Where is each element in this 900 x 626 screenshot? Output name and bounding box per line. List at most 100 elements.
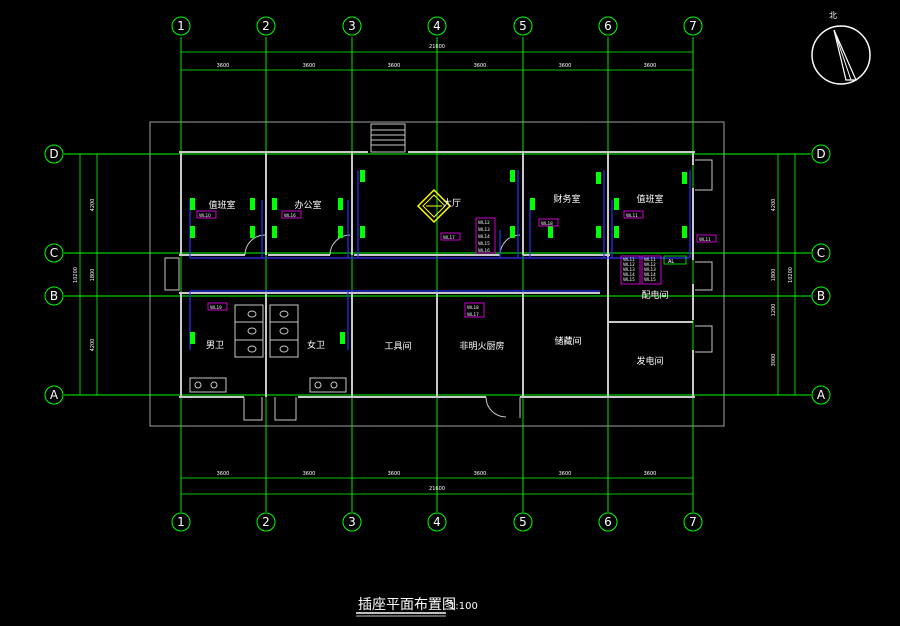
tag-kitchen-1: WL18 (467, 305, 479, 310)
dim-right-1: 4200 (771, 199, 777, 212)
dim-bottom-2: 3600 (303, 471, 316, 477)
room-duty-left: 值班室 (208, 199, 235, 211)
room-finance: 财务室 (553, 193, 580, 205)
axis-col-7-bottom: 7 (689, 515, 697, 529)
axis-labels: 1 2 3 4 5 6 7 1 2 3 4 5 6 7 D C B A D C … (49, 19, 826, 529)
axis-col-3-top: 3 (348, 19, 356, 33)
drawing-title-block: 插座平面布置图 1:100 (356, 597, 478, 617)
dim-right-4: 3000 (771, 354, 777, 367)
axis-col-1-bottom: 1 (177, 515, 185, 529)
dim-top-1: 3600 (217, 63, 230, 69)
dim-bottom-6: 3600 (644, 471, 657, 477)
axis-row-d-left: D (49, 147, 58, 161)
north-label: 北 (829, 11, 837, 20)
axis-col-7-top: 7 (689, 19, 697, 33)
axis-col-5-bottom: 5 (519, 515, 527, 529)
tag-kitchen-2: WL17 (467, 312, 479, 317)
tag-hall-stack-4: WL15 (478, 241, 490, 246)
tag-dist-4: WL14 (623, 272, 635, 277)
tag-office: WL16 (284, 213, 296, 218)
axis-row-c-left: C (50, 246, 58, 260)
tag-hall-stack-5: WL16 (478, 248, 490, 253)
tag-dist-b-5: WL15 (644, 277, 656, 282)
walls (179, 151, 695, 398)
tag-dist-3: WL13 (623, 267, 635, 272)
room-kitchen: 非明火厨房 (459, 340, 504, 352)
axis-col-1-top: 1 (177, 19, 185, 33)
room-duty-right: 值班室 (636, 193, 663, 205)
dim-bottom-1: 3600 (217, 471, 230, 477)
circuit-tag-labels: WL10 WL16 WL17 WL12 WL13 WL14 WL15 WL16 … (199, 213, 711, 317)
axis-col-4-top: 4 (433, 19, 441, 33)
axis-row-a-right: A (817, 388, 826, 402)
axis-col-2-bottom: 2 (262, 515, 270, 529)
drawing-title: 插座平面布置图 (358, 597, 456, 613)
axis-row-b-right: B (817, 289, 825, 303)
tag-dist-b-1: WL11 (644, 257, 656, 262)
grid-lines (64, 37, 811, 512)
axis-row-d-right: D (816, 147, 825, 161)
dim-left-2: 1800 (90, 269, 96, 282)
axis-col-3-bottom: 3 (348, 515, 356, 529)
tag-dist-2: WL12 (623, 262, 635, 267)
tag-duty-right: WL11 (626, 213, 638, 218)
dim-top-6: 3600 (644, 63, 657, 69)
dimension-lines (79, 51, 796, 495)
axis-col-4-bottom: 4 (433, 515, 441, 529)
axis-col-6-bottom: 6 (604, 515, 612, 529)
room-women-wc: 女卫 (307, 339, 325, 351)
dim-top-3: 3600 (388, 63, 401, 69)
dim-left-total: 10200 (73, 267, 79, 283)
axis-bubbles (44, 16, 831, 532)
dim-top-5: 3600 (559, 63, 572, 69)
panel-label: AL (668, 259, 674, 265)
room-hall: 大厅 (443, 197, 461, 209)
tag-finance: WL18 (541, 221, 553, 226)
room-distribution: 配电间 (641, 289, 668, 301)
dim-bottom-4: 3600 (474, 471, 487, 477)
tag-dist-5: WL15 (623, 277, 635, 282)
dim-total-bottom: 21600 (429, 486, 445, 492)
tag-dist-b-4: WL14 (644, 272, 656, 277)
axis-col-6-top: 6 (604, 19, 612, 33)
sockets (190, 170, 687, 344)
room-storage: 储藏间 (554, 335, 581, 347)
distribution-panel-icon (663, 255, 687, 265)
room-tool: 工具间 (384, 340, 411, 352)
dim-left-3: 4200 (90, 339, 96, 352)
hall-ceiling-feature (416, 188, 452, 224)
dimension-labels: 21600 3600 3600 3600 3600 3600 3600 3600… (73, 44, 794, 492)
dim-right-total: 10200 (788, 267, 794, 283)
tag-hall-panel: WL17 (443, 235, 455, 240)
axis-row-a-left: A (50, 388, 59, 402)
axis-col-2-top: 2 (262, 19, 270, 33)
room-generator: 发电间 (636, 355, 663, 367)
axis-row-b-left: B (50, 289, 58, 303)
north-arrow: 北 (811, 11, 871, 85)
tag-dist-1: WL11 (623, 257, 635, 262)
circuit-tag-boxes (196, 210, 717, 318)
dim-top-2: 3600 (303, 63, 316, 69)
tag-men-wc: WL19 (210, 305, 222, 310)
room-labels: 值班室 办公室 大厅 财务室 值班室 男卫 女卫 工具间 非明火厨房 储藏间 配… (206, 193, 669, 367)
dim-right-2: 1800 (771, 269, 777, 282)
tag-duty-left: WL10 (199, 213, 211, 218)
room-men-wc: 男卫 (206, 340, 224, 351)
tag-dist-b-2: WL12 (644, 262, 656, 267)
tag-duty-right-b: WL11 (699, 237, 711, 242)
room-office: 办公室 (294, 199, 321, 211)
tag-hall-stack-2: WL13 (478, 227, 490, 232)
dim-total-top: 21600 (429, 44, 445, 50)
axis-col-5-top: 5 (519, 19, 527, 33)
tag-hall-stack-3: WL14 (478, 234, 490, 239)
dim-left-1: 4200 (90, 199, 96, 212)
axis-row-c-right: C (817, 246, 825, 260)
dim-right-3: 1200 (771, 304, 777, 317)
drawing-scale: 1:100 (449, 601, 478, 612)
dim-bottom-5: 3600 (559, 471, 572, 477)
dim-bottom-3: 3600 (388, 471, 401, 477)
tag-hall-stack-1: WL12 (478, 220, 490, 225)
tag-dist-b-3: WL13 (644, 267, 656, 272)
dim-top-4: 3600 (474, 63, 487, 69)
